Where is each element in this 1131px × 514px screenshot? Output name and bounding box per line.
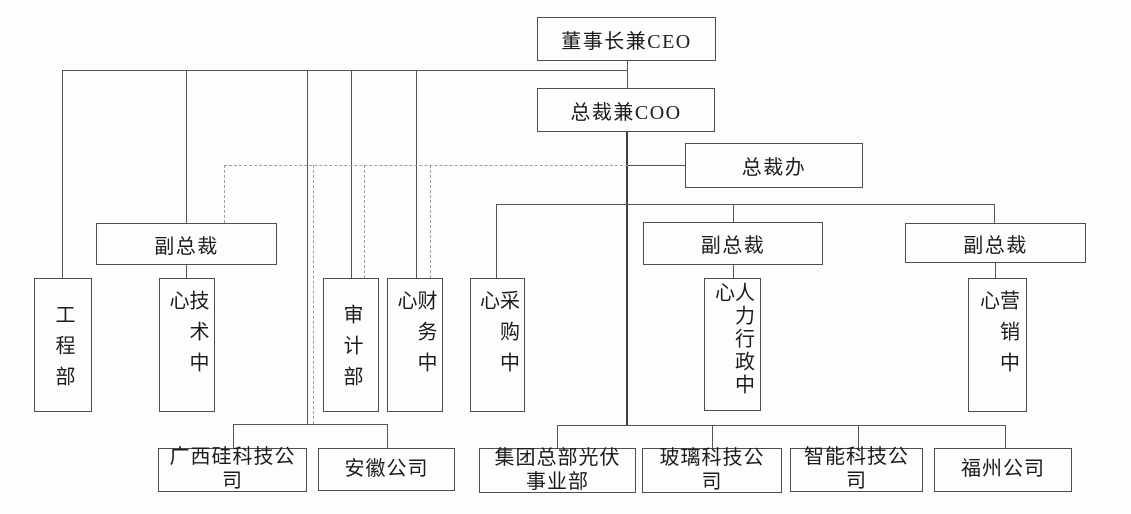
node-technology-center: 技术中心 xyxy=(159,278,215,412)
connector-drop-glass xyxy=(712,425,713,448)
connector-vp-right-marketing xyxy=(995,263,996,278)
node-hq-pv-division: 集团总部光伏事业部 xyxy=(479,446,636,493)
node-vp-right-label: 副总裁 xyxy=(963,234,1028,257)
node-glass-tech-company: 玻璃科技公司 xyxy=(642,446,782,493)
dashed-drop-left-subsidiaries xyxy=(313,165,314,424)
node-hq-pv-division-label: 集团总部光伏事业部 xyxy=(494,446,621,493)
node-coo: 总裁兼COO xyxy=(537,88,715,132)
node-vp-left: 副总裁 xyxy=(96,223,277,265)
connector-drop-procurement xyxy=(496,204,497,278)
connector-main-trunk xyxy=(626,132,628,425)
node-audit-dept: 审计部 xyxy=(323,278,379,412)
node-finance-center: 财务中心 xyxy=(387,278,443,412)
connector-drop-left-subsidiaries xyxy=(307,70,308,424)
node-anhui-company: 安徽公司 xyxy=(318,448,455,491)
node-procurement-center: 采购中心 xyxy=(470,278,525,412)
connector-bottom-right-rail xyxy=(557,425,1006,426)
connector-president-office xyxy=(628,165,685,166)
connector-bottom-left-rail xyxy=(233,424,388,425)
node-procurement-center-label: 采购中心 xyxy=(476,290,519,383)
node-vp-middle-label: 副总裁 xyxy=(700,235,766,257)
node-engineering-dept-label: 工程部 xyxy=(52,304,74,397)
node-president-office: 总裁办 xyxy=(685,143,863,188)
connector-vp-middle-hr xyxy=(733,265,734,278)
node-fuzhou-company: 福州公司 xyxy=(934,448,1072,492)
node-audit-dept-label: 审计部 xyxy=(340,304,362,397)
node-vp-right: 副总裁 xyxy=(905,223,1086,263)
node-finance-center-label: 财务中心 xyxy=(394,290,436,383)
node-hr-admin-center: 人力行政中心 xyxy=(704,278,761,411)
connector-left-rail xyxy=(62,70,628,71)
node-president-office-label: 总裁办 xyxy=(741,157,807,179)
connector-drop-guangxi xyxy=(233,424,234,448)
node-hr-admin-center-label: 人力行政中心 xyxy=(711,282,754,397)
node-vp-left-label: 副总裁 xyxy=(154,235,219,258)
connector-drop-audit xyxy=(351,70,352,278)
node-vp-middle: 副总裁 xyxy=(643,222,823,265)
connector-vp-left-tech-center xyxy=(186,265,187,278)
connector-drop-hq-pv xyxy=(557,425,558,448)
dashed-drop-audit xyxy=(364,165,365,278)
connector-drop-vp-left xyxy=(186,70,187,223)
connector-ceo-coo xyxy=(627,61,628,88)
node-guangxi-silicon-tech-label: 广西硅科技公司 xyxy=(169,446,296,492)
node-smart-tech-company-label: 智能科技公司 xyxy=(804,446,909,492)
node-technology-center-label: 技术中心 xyxy=(166,290,208,383)
dashed-drop-finance xyxy=(430,165,431,278)
node-coo-label: 总裁兼COO xyxy=(570,101,682,124)
node-anhui-company-label: 安徽公司 xyxy=(344,457,429,480)
node-smart-tech-company: 智能科技公司 xyxy=(790,446,923,492)
connector-drop-engineering xyxy=(62,70,63,278)
node-ceo-label: 董事长兼CEO xyxy=(561,30,692,53)
node-ceo: 董事长兼CEO xyxy=(537,17,716,61)
connector-drop-smart xyxy=(858,425,859,448)
node-marketing-center-label: 营销中心 xyxy=(976,290,1019,383)
connector-drop-finance xyxy=(416,70,417,278)
connector-right-rail xyxy=(496,204,995,205)
connector-drop-anhui xyxy=(387,424,388,448)
node-engineering-dept: 工程部 xyxy=(34,278,92,412)
dashed-drop-vp-left xyxy=(224,165,225,223)
connector-drop-fuzhou xyxy=(1005,425,1006,448)
dashed-rail-president-office xyxy=(224,165,628,166)
connector-drop-vp-middle xyxy=(733,204,734,222)
node-fuzhou-company-label: 福州公司 xyxy=(961,458,1045,481)
node-glass-tech-company-label: 玻璃科技公司 xyxy=(659,446,765,493)
node-marketing-center: 营销中心 xyxy=(968,278,1027,412)
node-guangxi-silicon-tech: 广西硅科技公司 xyxy=(158,446,307,492)
connector-drop-vp-right xyxy=(994,204,995,223)
